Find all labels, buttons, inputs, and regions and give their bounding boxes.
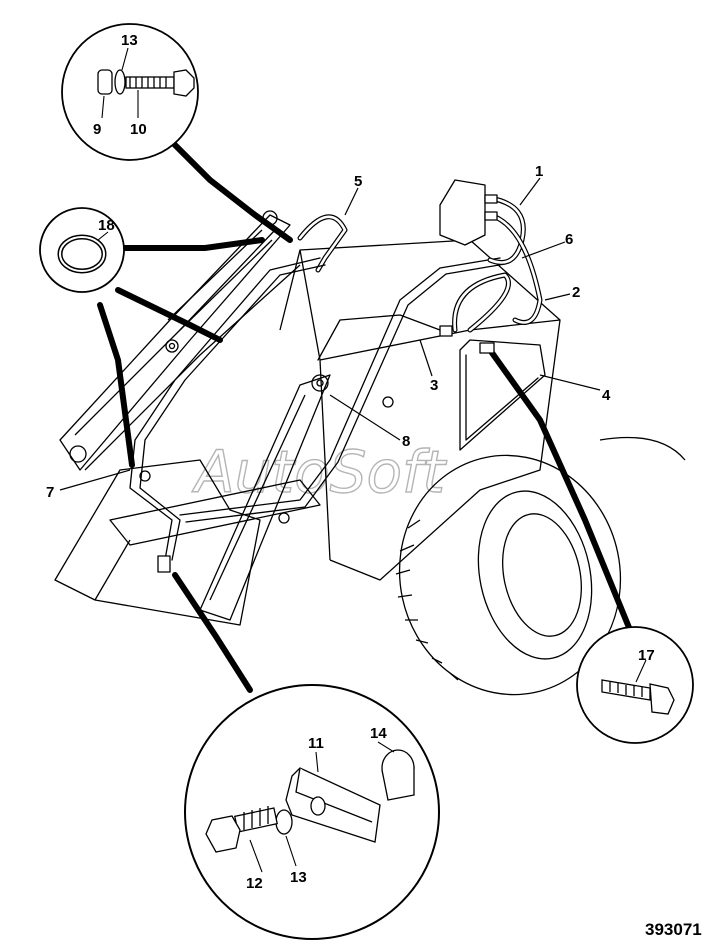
callout-2: 2 — [572, 284, 580, 301]
clamp-detail — [184, 684, 440, 940]
callout-5: 5 — [354, 173, 362, 190]
callout-13-top: 13 — [121, 32, 138, 49]
callout-1: 1 — [535, 163, 543, 180]
detail-leader-bands — [97, 137, 633, 693]
callout-14: 14 — [370, 725, 387, 742]
callout-18: 18 — [98, 217, 115, 234]
bolt-detail — [576, 626, 694, 744]
callout-8: 8 — [402, 433, 410, 450]
callout-17: 17 — [638, 647, 655, 664]
callout-6: 6 — [565, 231, 573, 248]
bolt-washer-spacer-detail — [61, 23, 199, 161]
callout-11: 11 — [308, 735, 324, 752]
callout-10: 10 — [130, 121, 147, 138]
callout-3: 3 — [430, 377, 438, 394]
callout-4: 4 — [602, 387, 611, 404]
callout-7: 7 — [46, 484, 54, 501]
callout-13-clamp: 13 — [290, 869, 307, 886]
hydraulic-lines — [129, 179, 546, 573]
loader-arm-assembly — [54, 210, 561, 626]
callout-9: 9 — [93, 121, 101, 138]
callout-labels: 1 2 3 4 5 6 7 8 9 10 11 12 13 13 14 17 1… — [46, 32, 655, 892]
callout-12: 12 — [246, 875, 263, 892]
callout-leaders — [59, 177, 601, 491]
figure-number: 393071 — [645, 920, 702, 939]
o-ring-detail — [39, 207, 125, 293]
watermark-text: AutoSoft — [191, 438, 447, 506]
front-tyre — [395, 436, 686, 696]
